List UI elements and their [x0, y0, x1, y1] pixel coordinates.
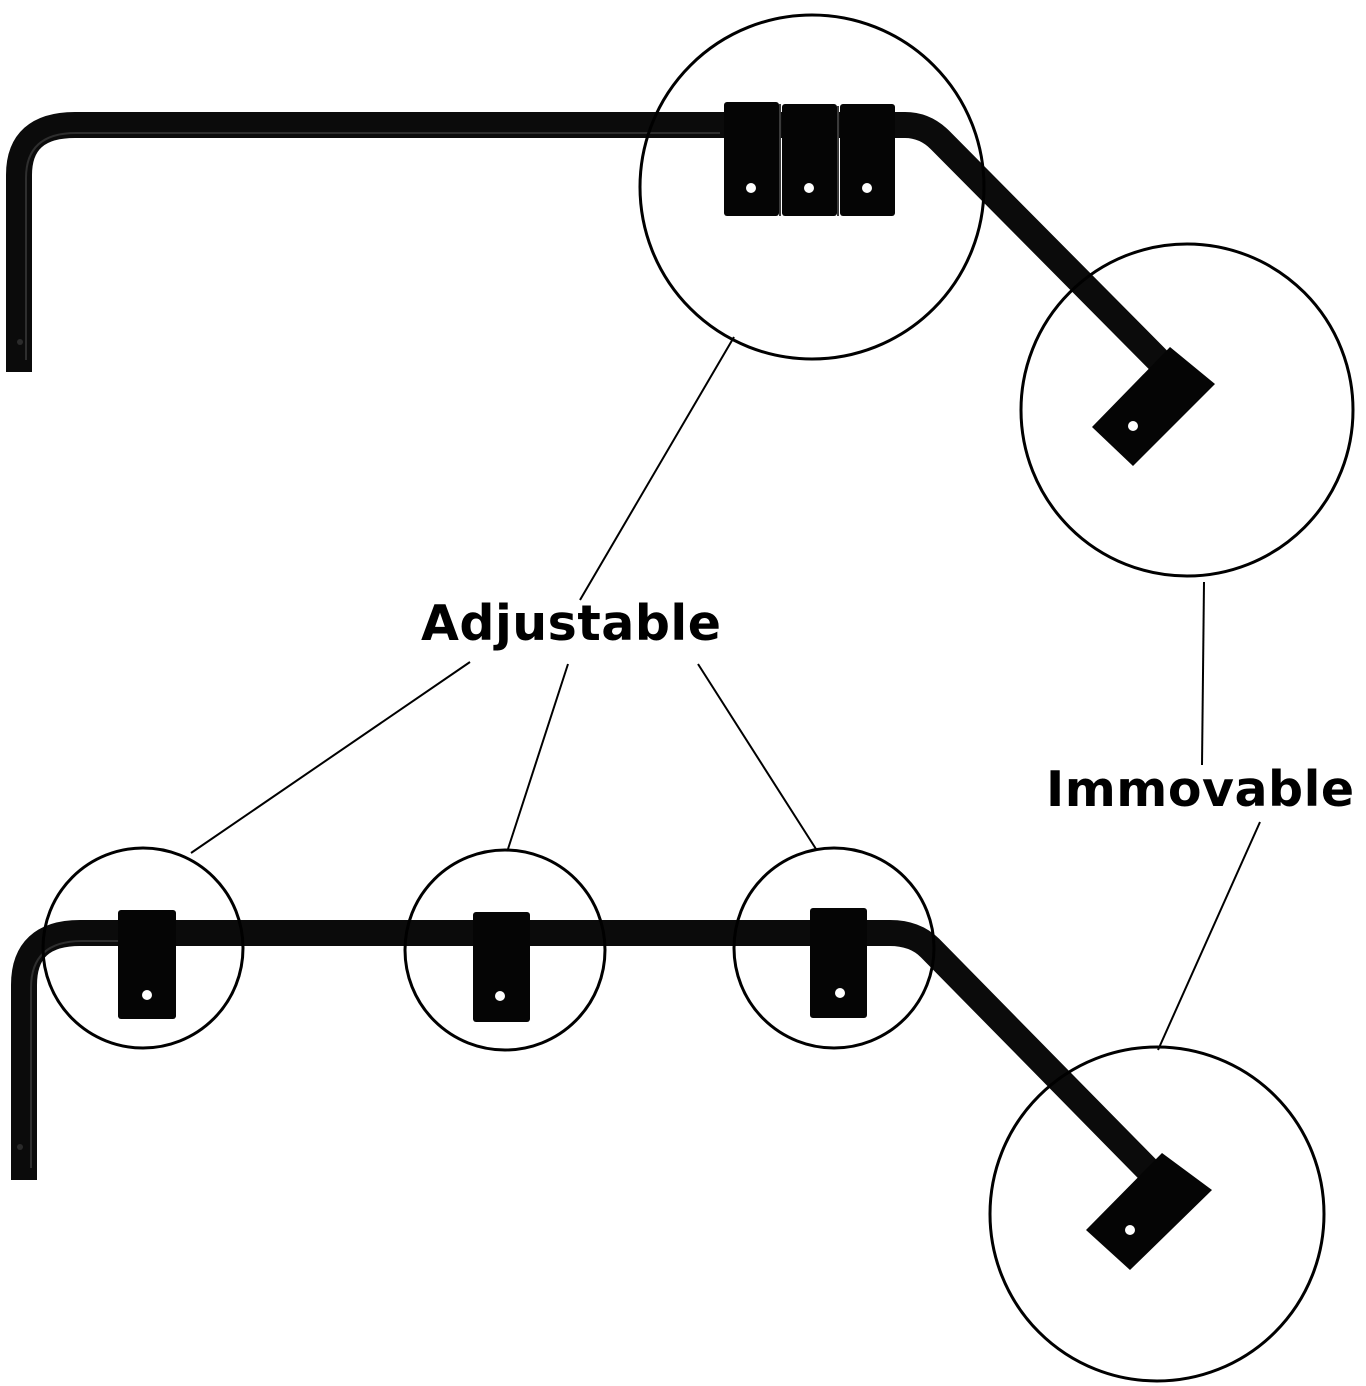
- bottom-adjustable-bracket-1: [118, 910, 176, 1019]
- bottom-adjustable-callout-circle-2: [403, 848, 607, 1052]
- leader-line-immovable-top: [1201, 581, 1205, 766]
- leader-line-adjustable-bottom-1: [190, 661, 471, 854]
- top-adjustable-bracket-3: [840, 104, 895, 216]
- top-immovable-bracket: [1092, 347, 1215, 466]
- bracket-hole: [835, 988, 845, 998]
- bracket-hole: [142, 990, 152, 1000]
- bracket-hole: [804, 183, 814, 193]
- leader-line-adjustable-top: [579, 336, 735, 601]
- top-adjustable-bracket-group: [724, 102, 895, 216]
- bottom-rod-body: [11, 920, 1170, 1192]
- bottom-adjustable-bracket-2: [473, 912, 530, 1022]
- bracket-hole: [1125, 1225, 1135, 1235]
- leader-line-immovable-bottom: [1157, 821, 1261, 1051]
- top-rod-end-hole: [17, 339, 23, 345]
- leader-line-adjustable-bottom-3: [697, 663, 817, 850]
- bottom-adjustable-callout-circle-3: [732, 846, 936, 1050]
- leader-lines: [190, 336, 1261, 1051]
- top-rod: [6, 112, 1180, 382]
- bottom-adjustable-bracket-3: [810, 908, 867, 1018]
- top-rod-body: [6, 112, 1180, 382]
- adjustable-label: Adjustable: [421, 595, 722, 652]
- bottom-adjustable-callout-circle-1: [41, 846, 245, 1050]
- bottom-rod-end-hole: [17, 1144, 23, 1150]
- bracket-hole: [862, 183, 872, 193]
- bracket-hole: [495, 991, 505, 1001]
- bracket-hole: [1128, 421, 1138, 431]
- leader-line-adjustable-bottom-2: [507, 663, 569, 850]
- immovable-label: Immovable: [1046, 761, 1355, 818]
- top-adjustable-bracket-1: [724, 102, 779, 216]
- top-rod-highlight: [25, 132, 720, 360]
- bottom-immovable-callout-circle: [988, 1045, 1326, 1383]
- top-adjustable-bracket-2: [782, 104, 837, 216]
- bottom-immovable-bracket: [1086, 1153, 1212, 1270]
- top-immovable-callout-circle: [1019, 242, 1355, 578]
- top-adjustable-callout-circle: [638, 13, 986, 361]
- bracket-hole: [746, 183, 756, 193]
